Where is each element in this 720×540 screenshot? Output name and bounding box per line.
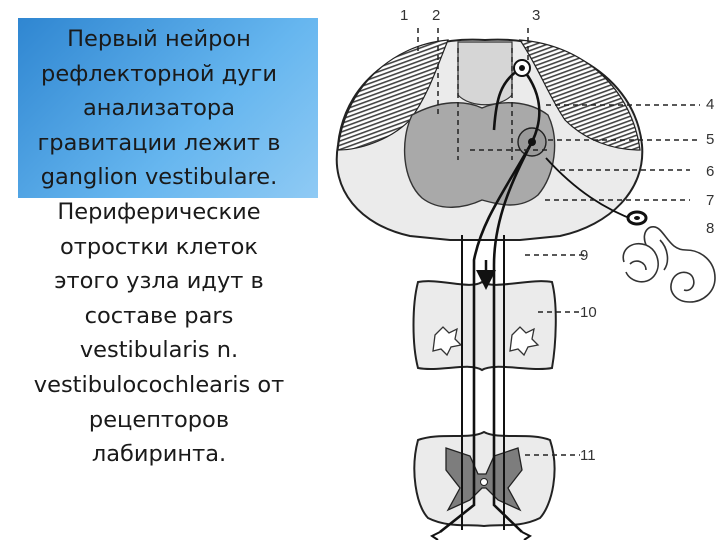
label-11: 11 bbox=[580, 447, 596, 464]
reflex-arc-diagram: 1 2 3 4 5 6 7 8 9 10 11 bbox=[335, 7, 716, 540]
brainstem-section bbox=[335, 38, 644, 241]
text-line: составе pars bbox=[84, 302, 234, 329]
spinal-cord-lower-section bbox=[413, 430, 556, 528]
label-9: 9 bbox=[580, 247, 588, 264]
text-line: Первый нейрон bbox=[67, 26, 251, 52]
label-7: 7 bbox=[706, 192, 714, 209]
label-5: 5 bbox=[706, 131, 714, 148]
text-line: анализатора bbox=[83, 95, 235, 122]
label-8: 8 bbox=[706, 220, 714, 237]
text-line: этого узла идут в bbox=[54, 268, 264, 295]
spinal-cord-upper-section bbox=[412, 280, 557, 372]
label-6: 6 bbox=[706, 163, 714, 180]
text-line: vestibulocochlearis от bbox=[33, 371, 285, 398]
blue-accent-panel bbox=[18, 18, 318, 198]
text-line: отростки клеток bbox=[59, 233, 259, 260]
text-line: рефлекторной дуги bbox=[41, 60, 277, 87]
text-line: лабиринта. bbox=[91, 441, 227, 468]
left-striated-zone bbox=[337, 39, 449, 151]
text-line: ganglion vestibulare. bbox=[40, 164, 278, 191]
right-striated-zone bbox=[518, 39, 641, 151]
vestibular-ganglion bbox=[626, 210, 648, 226]
label-10: 10 bbox=[580, 304, 597, 321]
label-1: 1 bbox=[400, 7, 408, 24]
text-line: гравитации лежит в bbox=[37, 129, 281, 156]
dashed-guides bbox=[417, 28, 700, 456]
gray-nucleus-mass bbox=[403, 101, 556, 208]
text-line: vestibularis n. bbox=[79, 337, 239, 364]
text-line: Периферические bbox=[57, 198, 261, 225]
label-2: 2 bbox=[432, 7, 440, 24]
labyrinth bbox=[622, 226, 716, 303]
slide-text: Первый нейрон рефлекторной дуги анализат… bbox=[0, 22, 318, 472]
label-4: 4 bbox=[706, 96, 714, 113]
label-3: 3 bbox=[532, 7, 540, 24]
text-line: рецепторов bbox=[88, 406, 230, 433]
